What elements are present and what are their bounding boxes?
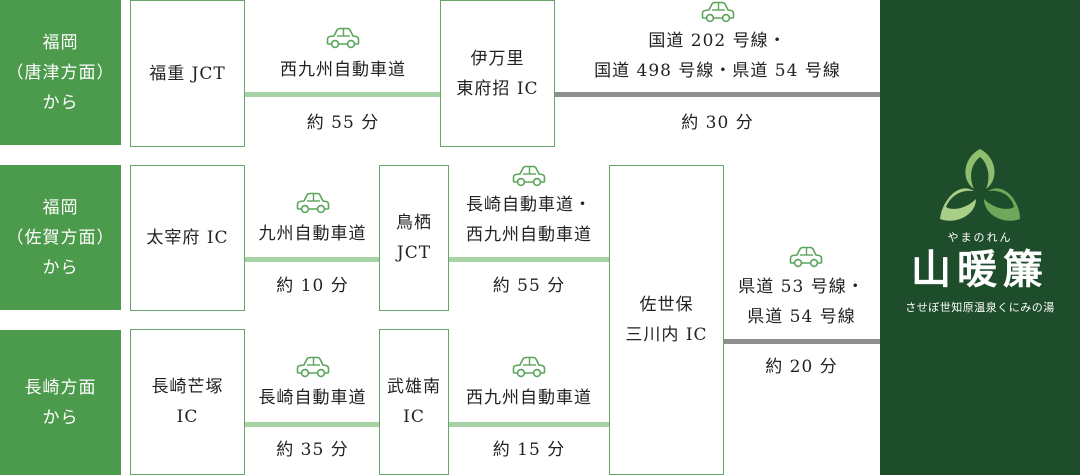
road-name: 九州自動車道: [258, 224, 367, 244]
route-line: [448, 422, 610, 427]
node-label: IC: [403, 407, 425, 427]
node-label: 太宰府 IC: [146, 228, 229, 248]
node-nagasaki-kayazuka-ic: 長崎芒塚 IC: [130, 329, 245, 475]
origin-line: （佐賀方面）: [6, 227, 115, 248]
route-line: [448, 257, 610, 262]
origin-line: 長崎方面: [24, 377, 97, 398]
origin-line: から: [42, 407, 79, 428]
car-icon: [701, 1, 735, 23]
route-line: [245, 422, 380, 427]
car-icon: [296, 356, 330, 378]
node-label: 伊万里: [470, 48, 525, 69]
travel-time: 約 15 分: [492, 440, 566, 460]
car-icon: [789, 246, 823, 268]
travel-time: 約 20 分: [765, 357, 838, 377]
node-label: 佐世保: [639, 295, 694, 315]
route-line: [245, 92, 441, 97]
travel-time: 約 55 分: [306, 113, 380, 133]
node-label: 福重 JCT: [149, 63, 226, 84]
node-label: 長崎芒塚: [151, 377, 224, 397]
car-icon: [512, 165, 546, 187]
node-label: 三川内 IC: [625, 325, 708, 345]
travel-time: 約 35 分: [276, 440, 349, 460]
origin-fukuoka-karatsu: 福岡 （唐津方面） から: [0, 0, 121, 145]
origin-line: 福岡: [42, 32, 79, 53]
destination-subtitle: させぼ世知原温泉くにみの湯: [905, 301, 1055, 314]
origin-line: （唐津方面）: [6, 62, 115, 83]
origin-line: から: [42, 257, 79, 278]
road-name: 県道 53 号線・ 県道 54 号線: [738, 277, 865, 327]
car-icon: [296, 192, 330, 214]
origin-line: 福岡: [42, 197, 79, 218]
destination-kana: やまのれん: [947, 231, 1013, 244]
node-sasebo-mikawachi-ic: 佐世保 三川内 IC: [609, 165, 724, 475]
car-icon: [326, 27, 360, 49]
travel-time: 約 30 分: [681, 113, 754, 133]
node-takeo-minami-ic: 武雄南 IC: [379, 329, 449, 475]
origin-fukuoka-saga: 福岡 （佐賀方面） から: [0, 165, 121, 310]
node-label: IC: [176, 407, 199, 427]
origin-nagasaki: 長崎方面 から: [0, 330, 121, 475]
route-line: [555, 92, 880, 97]
origin-line: から: [42, 92, 79, 113]
node-label: 鳥栖: [396, 213, 432, 233]
road-name: 国道 202 号線・ 国道 498 号線・県道 54 号線: [594, 31, 841, 81]
route-line: [245, 257, 380, 262]
road-name: 西九州自動車道: [280, 60, 406, 80]
node-imari-ic: 伊万里 東府招 IC: [440, 0, 555, 147]
node-tosu-jct: 鳥栖 JCT: [379, 165, 449, 311]
node-label: JCT: [396, 243, 432, 263]
road-name: 長崎自動車道・ 西九州自動車道: [466, 195, 592, 245]
logo-emblem: [940, 149, 1020, 221]
destination-panel: やまのれん 山暖簾 させぼ世知原温泉くにみの湯: [880, 0, 1080, 475]
route-line: [723, 339, 880, 344]
travel-time: 約 10 分: [276, 276, 349, 296]
node-fukushige-jct: 福重 JCT: [130, 0, 245, 147]
destination-name: 山暖簾: [911, 246, 1049, 293]
node-label: 東府招 IC: [456, 78, 539, 99]
node-dazaifu-ic: 太宰府 IC: [130, 165, 245, 311]
road-name: 西九州自動車道: [466, 388, 592, 408]
node-label: 武雄南: [387, 377, 441, 397]
road-name: 長崎自動車道: [258, 388, 367, 408]
travel-time: 約 55 分: [492, 276, 566, 296]
car-icon: [512, 356, 546, 378]
